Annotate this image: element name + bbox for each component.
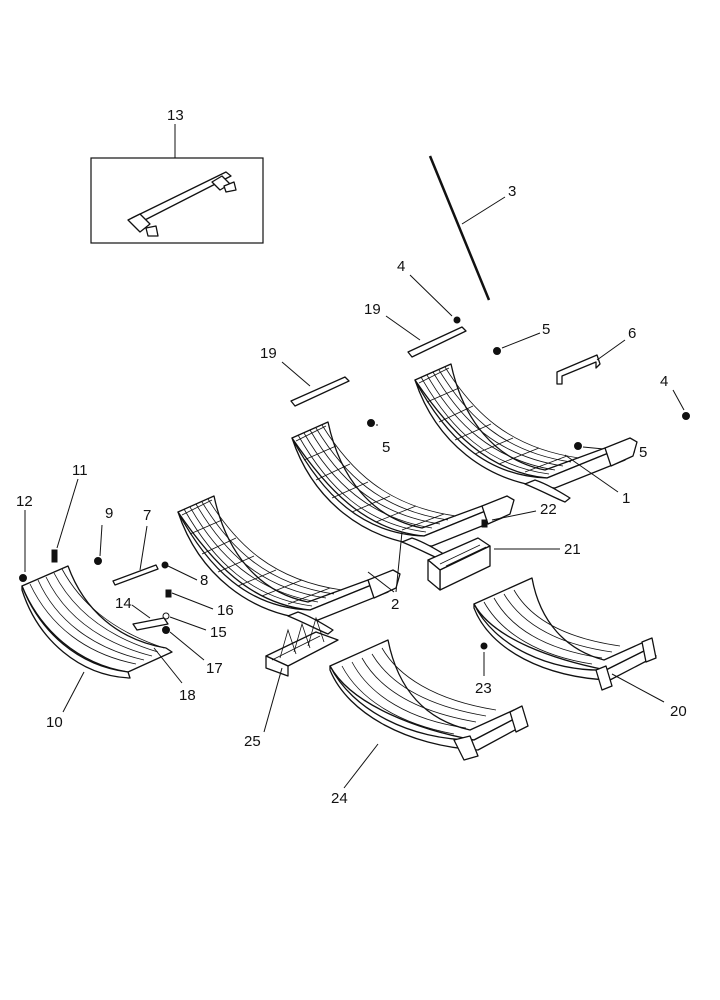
- part-10-concave: [21, 565, 183, 713]
- callout-16: 16: [217, 602, 234, 619]
- callout-22: 22: [540, 501, 557, 518]
- callout-labels: 13 3 4 4 19 19 5 5 5 6 1 2 22 21 11 12 9…: [16, 107, 687, 807]
- callout-2: 2: [391, 596, 399, 613]
- inset-box-part-13: [90, 124, 264, 244]
- part-22-bolt: [481, 510, 537, 528]
- part-12-nut: [19, 510, 27, 582]
- part-6-bracket: [556, 339, 626, 385]
- callout-4-upper: 4: [397, 258, 405, 275]
- callout-9: 9: [105, 505, 113, 522]
- part-11-pin: [51, 478, 79, 563]
- callout-6: 6: [628, 325, 636, 342]
- callout-15: 15: [210, 624, 227, 641]
- callout-12: 12: [16, 493, 33, 510]
- part-3-rod: [428, 155, 506, 301]
- part-4-nut-upper: [409, 274, 461, 324]
- callout-14: 14: [115, 595, 132, 612]
- part-5-nut-b: [367, 419, 378, 427]
- callout-19-upper: 19: [364, 301, 381, 318]
- part-8-bolt: [161, 561, 198, 581]
- callout-11: 11: [72, 462, 88, 479]
- callout-4-right: 4: [660, 373, 668, 390]
- part-14-plate: [131, 604, 169, 631]
- part-9-nut: [94, 524, 103, 565]
- part-7-strip: [112, 525, 159, 586]
- part-1-concave: [414, 363, 638, 503]
- callout-10: 10: [46, 714, 63, 731]
- part-19-strip-upper: [385, 315, 467, 358]
- callout-18: 18: [179, 687, 196, 704]
- part-20-concave: [473, 577, 665, 703]
- callout-8: 8: [200, 572, 208, 589]
- callout-21: 21: [564, 541, 581, 558]
- part-13-bar: [127, 171, 237, 237]
- callout-7: 7: [143, 507, 151, 524]
- callout-5-b: 5: [382, 439, 390, 456]
- part-24-concave: [329, 639, 529, 789]
- callout-1: 1: [622, 490, 630, 507]
- part-21-plate: [427, 537, 560, 591]
- part-4-nut-right: [672, 389, 690, 420]
- part-19-strip-lower: [281, 361, 350, 407]
- callout-25: 25: [244, 733, 261, 750]
- callout-20: 20: [670, 703, 687, 720]
- part-15-washer: [162, 612, 207, 631]
- callout-17: 17: [206, 660, 223, 677]
- callout-3: 3: [508, 183, 516, 200]
- part-16-bolt: [165, 589, 214, 610]
- part-25-plate: [263, 616, 339, 733]
- part-2-leaders: [367, 531, 403, 593]
- callout-5-c: 5: [639, 444, 647, 461]
- part-5-nut-a: [493, 332, 541, 355]
- callout-19-lower: 19: [260, 345, 277, 362]
- part-23-nut: [480, 642, 488, 676]
- part-17-nut: [162, 626, 205, 661]
- callout-23: 23: [475, 680, 492, 697]
- callout-24: 24: [331, 790, 348, 807]
- callout-5-a: 5: [542, 321, 550, 338]
- callout-13: 13: [167, 107, 184, 124]
